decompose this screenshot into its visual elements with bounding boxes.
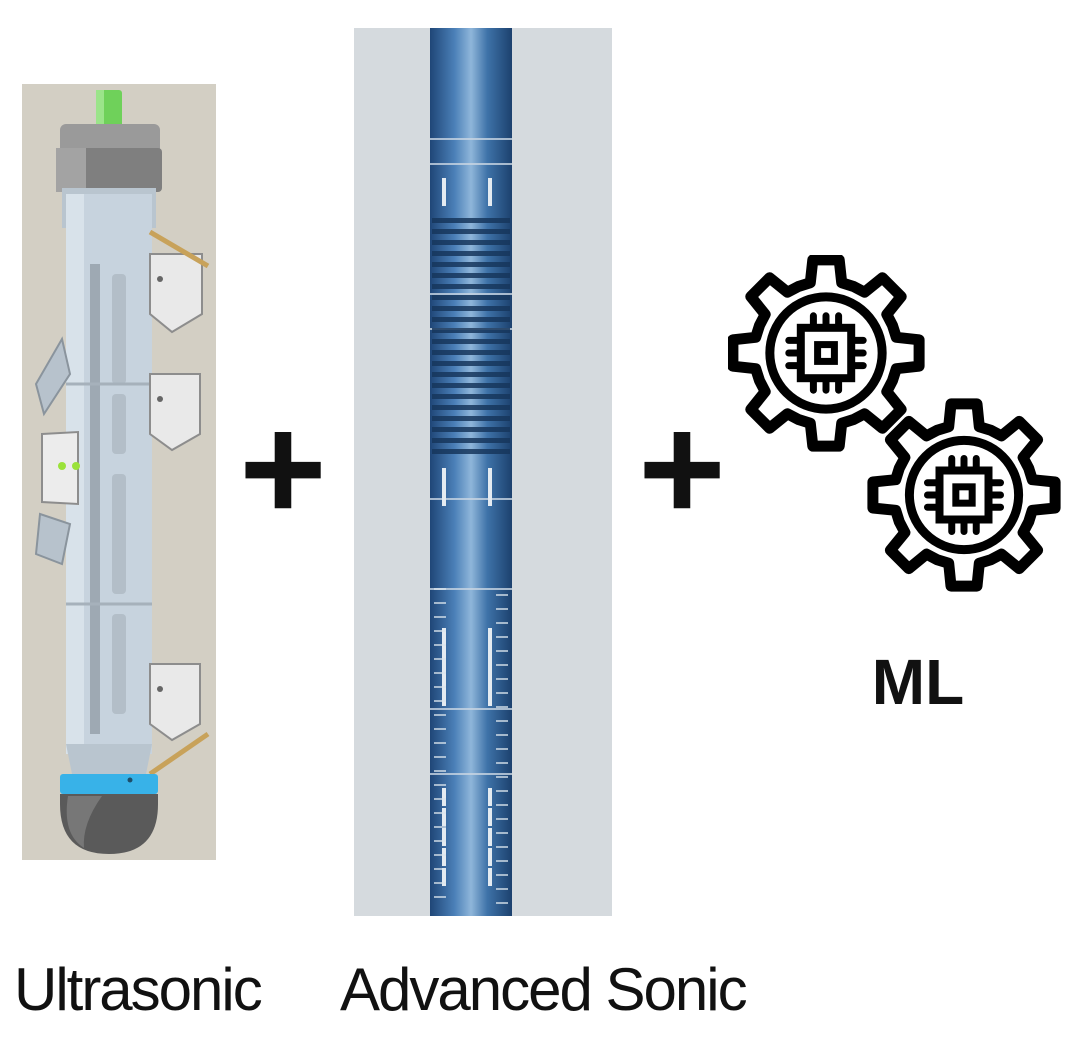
ml-label: ML — [871, 646, 965, 718]
ml-gear-chip-image — [728, 255, 1064, 600]
plus-operator: + — [638, 384, 726, 552]
advanced-sonic-tool-image — [354, 28, 612, 916]
advanced-sonic-caption: Advanced Sonic — [340, 956, 748, 1023]
sonic-tool-icon — [354, 28, 612, 916]
ultrasonic-tool-icon — [22, 84, 216, 860]
gear-chip-icon — [728, 255, 1061, 592]
ultrasonic-caption: Ultrasonic — [14, 956, 263, 1023]
ultrasonic-tool-image — [22, 84, 216, 860]
plus-operator: + — [239, 384, 327, 552]
